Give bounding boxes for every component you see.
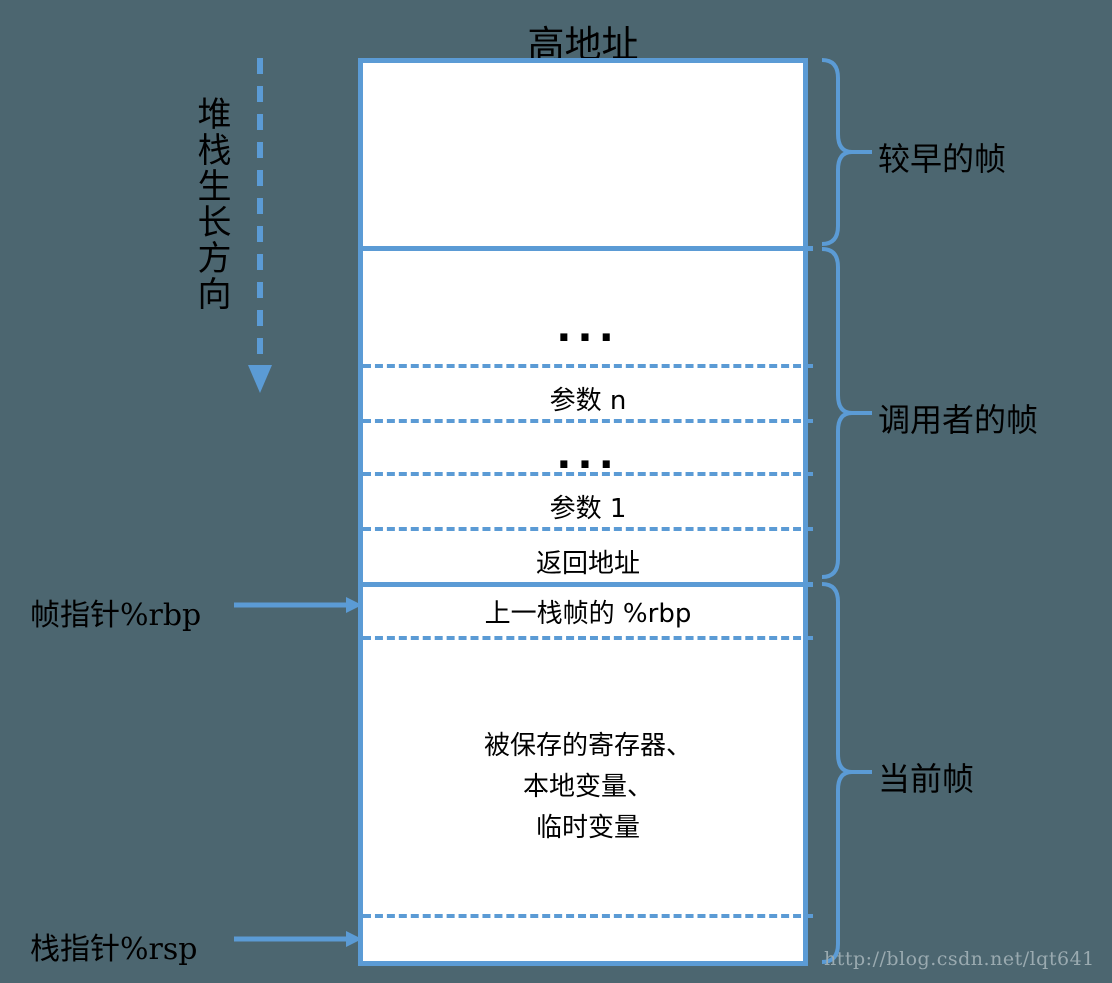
divider-solid-earlier-caller (363, 246, 813, 251)
divider-dashed-above-arg-1 (363, 472, 813, 476)
row-saved-rbp: 上一栈帧的 %rbp (484, 599, 692, 629)
row-saved-registers: 被保存的寄存器、 (483, 731, 692, 761)
curly-brace-icon-current-frame (821, 582, 872, 964)
stack-growth-direction-label: 堆栈生长方向 (191, 96, 231, 312)
curly-brace-icon-earlier-frames (821, 58, 872, 246)
current-frame-label: 当前帧 (878, 760, 975, 798)
stack-pointer-label: 栈指针%rsp (30, 932, 198, 967)
arrow-down-icon (248, 58, 272, 393)
row-arg-1: 参数 1 (549, 494, 627, 524)
stack-box: ... 参数 n ... 参数 1 返回地址 上一栈帧的 %rbp 被保存的寄存… (358, 58, 813, 966)
watermark-text: http://blog.csdn.net/lqt641 (824, 948, 1095, 970)
earlier-frames-label: 较早的帧 (878, 140, 1007, 178)
rsp-pointer-arrow-icon (234, 931, 362, 947)
divider-dashed-above-return-address (363, 527, 813, 531)
row-local-variables: 本地变量、 (522, 772, 653, 802)
divider-dashed-below-arg-n (363, 419, 813, 423)
caller-frame-label: 调用者的帧 (878, 401, 1039, 439)
curly-brace-icon-caller-frame (821, 247, 872, 579)
divider-solid-caller-current (363, 582, 813, 587)
frame-pointer-label: 帧指针%rbp (30, 598, 202, 633)
row-return-address: 返回地址 (535, 549, 640, 579)
divider-dashed-stack-top (363, 914, 813, 918)
row-arg-n: 参数 n (549, 386, 627, 416)
rbp-pointer-arrow-icon (234, 597, 362, 613)
divider-dashed-below-saved-rbp (363, 636, 813, 640)
row-ellipsis-mid: ... (556, 432, 620, 478)
divider-dashed-above-arg-n (363, 364, 813, 368)
row-temp-variables: 临时变量 (535, 813, 640, 843)
row-ellipsis-top: ... (556, 305, 620, 351)
